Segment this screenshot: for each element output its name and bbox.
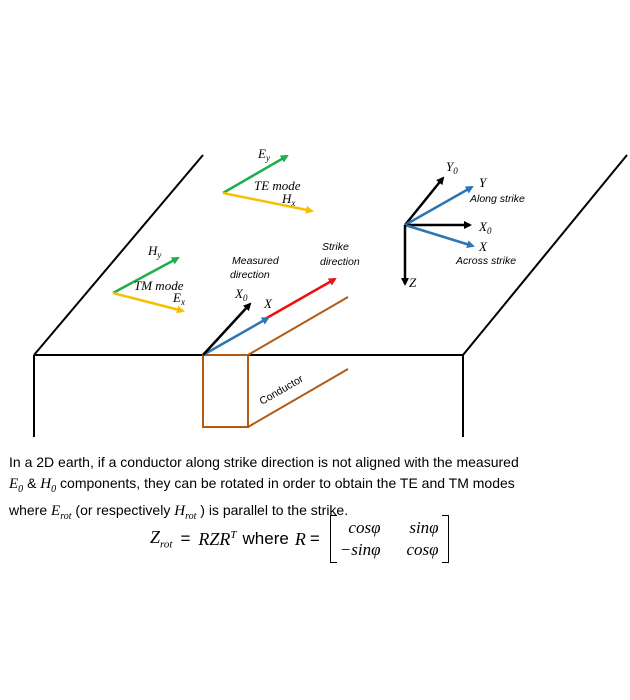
caption-erot: Erot [51,503,72,522]
te-e-arrow [222,154,289,195]
x-axis-arrow [404,223,475,249]
te-h-label: Hx [281,191,295,208]
caption-where: where [9,502,48,518]
matrix-m22: cosφ [406,540,439,559]
site-vectors [202,277,337,357]
measured-x-arrow [202,316,270,357]
caption-respectively: (or respectively [75,502,171,518]
caption-end: ) is parallel to the strike. [200,502,349,518]
strike-direction-label: Strike direction [320,241,360,268]
formula-rzr: RZRT [198,528,237,549]
te-mode-vectors [222,154,314,214]
y0-axis-arrow [404,176,445,226]
caption: In a 2D earth, if a conductor along stri… [9,452,629,527]
conductor [202,296,349,428]
measured-x0-arrow [202,302,252,356]
along-strike-label: Along strike [469,193,525,205]
matrix-m12: sinφ [409,518,439,537]
tm-e-label: Ex [172,290,185,307]
conductor-bottom-edge [247,368,349,428]
tm-h-arrow [112,256,180,295]
axis-vectors [401,176,475,286]
y-axis-arrow [404,185,474,227]
block-right-top-edge [462,154,628,356]
caption-h0: H0 [40,476,57,495]
matrix-m21: −sinφ [339,540,381,559]
formula-eq2: = [309,529,320,548]
caption-line1: In a 2D earth, if a conductor along stri… [9,454,519,470]
formula-z: Zrot [150,527,173,551]
caption-amp: & [27,475,37,491]
formula-where: where [242,529,289,548]
caption-hrot: Hrot [174,503,197,522]
x-label: X [263,296,273,311]
tm-h-label: Hy [147,243,161,260]
tm-mode-label: TM mode [134,278,184,293]
axis-x0-label: X0 [478,219,492,236]
formula-eq: = [180,529,191,548]
tm-mode-vectors [112,256,185,314]
rotation-matrix: cosφ sinφ −sinφ cosφ [329,515,449,563]
te-h-arrow [222,191,314,214]
across-strike-label: Across strike [455,255,516,267]
axis-x-label: X [478,239,488,254]
formula-r: R [294,528,306,549]
matrix-m11: cosφ [348,518,381,537]
conductor-label: Conductor [258,373,306,408]
tm-e-arrow [112,291,185,314]
measured-direction-label: Measured direction [230,255,282,281]
rotation-formula: Zrot = RZRT where R = cosφ sinφ −sinφ co… [150,514,449,564]
caption-line2: components, they can be rotated in order… [60,475,515,491]
axis-y-label: Y [479,175,488,190]
axis-y0-label: Y0 [446,159,458,176]
x0-label: X0 [234,286,248,303]
axis-z-label: Z [409,275,417,290]
caption-e0: E0 [9,476,24,495]
te-mode-label: TE mode [254,178,301,193]
block-left-top-edge [33,154,204,356]
strike-red-arrow [264,277,337,321]
conductor-face [202,354,249,428]
conductor-top-edge [247,296,349,356]
te-e-label: Ey [257,146,270,163]
